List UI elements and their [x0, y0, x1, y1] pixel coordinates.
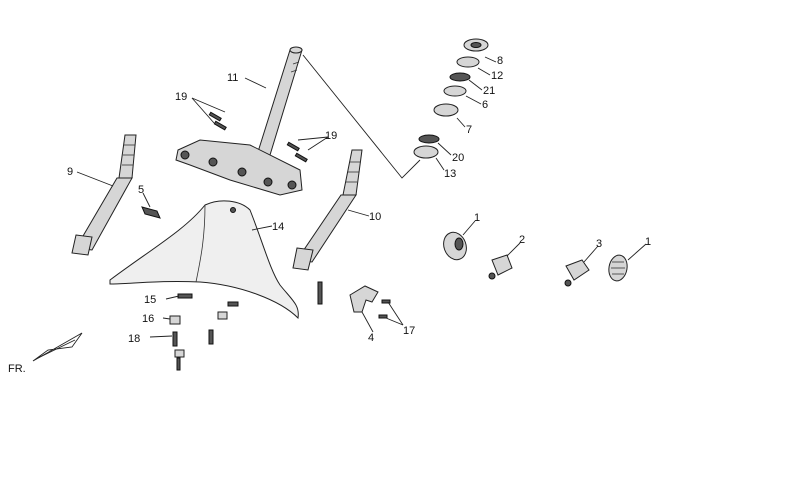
right-fork-tube-part [292, 149, 363, 271]
fender-bolts [169, 281, 323, 371]
callout-17: 17 [403, 325, 415, 337]
stem-bearing-connector [302, 54, 421, 179]
callout-13: 13 [444, 168, 456, 180]
triple-clamp-part [175, 139, 303, 196]
callout-19-left: 19 [175, 91, 187, 103]
small-bolts [378, 299, 391, 319]
callout-9: 9 [67, 166, 73, 178]
callout-16: 16 [142, 313, 154, 325]
direction-label: FR. [8, 363, 26, 375]
callout-10: 10 [369, 211, 381, 223]
bottom-cone-race-part [413, 145, 439, 159]
ball-race-upper-part [449, 72, 471, 82]
clip-part [141, 206, 161, 219]
callout-21: 21 [483, 85, 495, 97]
callout-4: 4 [368, 332, 374, 344]
callout-5: 5 [138, 184, 144, 196]
bearing-stack [413, 38, 489, 159]
callout-14: 14 [272, 221, 284, 233]
steering-stem-part [256, 46, 303, 156]
callout-1-left: 1 [474, 212, 480, 224]
callout-20: 20 [452, 152, 464, 164]
switch-part-2 [488, 254, 513, 280]
callout-2: 2 [519, 234, 525, 246]
callout-11: 11 [227, 72, 238, 84]
socket-part-3 [564, 259, 590, 287]
callout-12: 12 [491, 70, 503, 82]
lens-part-1b [608, 254, 628, 282]
left-fork-tube-part [71, 134, 137, 256]
callout-19-right: 19 [325, 130, 337, 142]
callout-3: 3 [596, 238, 602, 250]
callout-18: 18 [128, 333, 140, 345]
callout-8: 8 [497, 55, 503, 67]
callout-7: 7 [466, 124, 472, 136]
clamp-bolts-left [208, 111, 227, 131]
front-fender-part [109, 200, 299, 320]
callout-6: 6 [482, 99, 488, 111]
callout-15: 15 [144, 294, 156, 306]
bracket-part [349, 285, 379, 313]
ball-race-lower-part [418, 134, 440, 144]
callout-1-right: 1 [645, 236, 651, 248]
top-cone-race-part [433, 103, 459, 117]
front-direction-arrow [32, 332, 83, 362]
clamp-bolts-right [286, 141, 308, 163]
washer-part [456, 56, 480, 68]
leader-lines [76, 56, 647, 338]
cap-part-1a [443, 231, 467, 261]
cone-race-part [443, 85, 467, 97]
